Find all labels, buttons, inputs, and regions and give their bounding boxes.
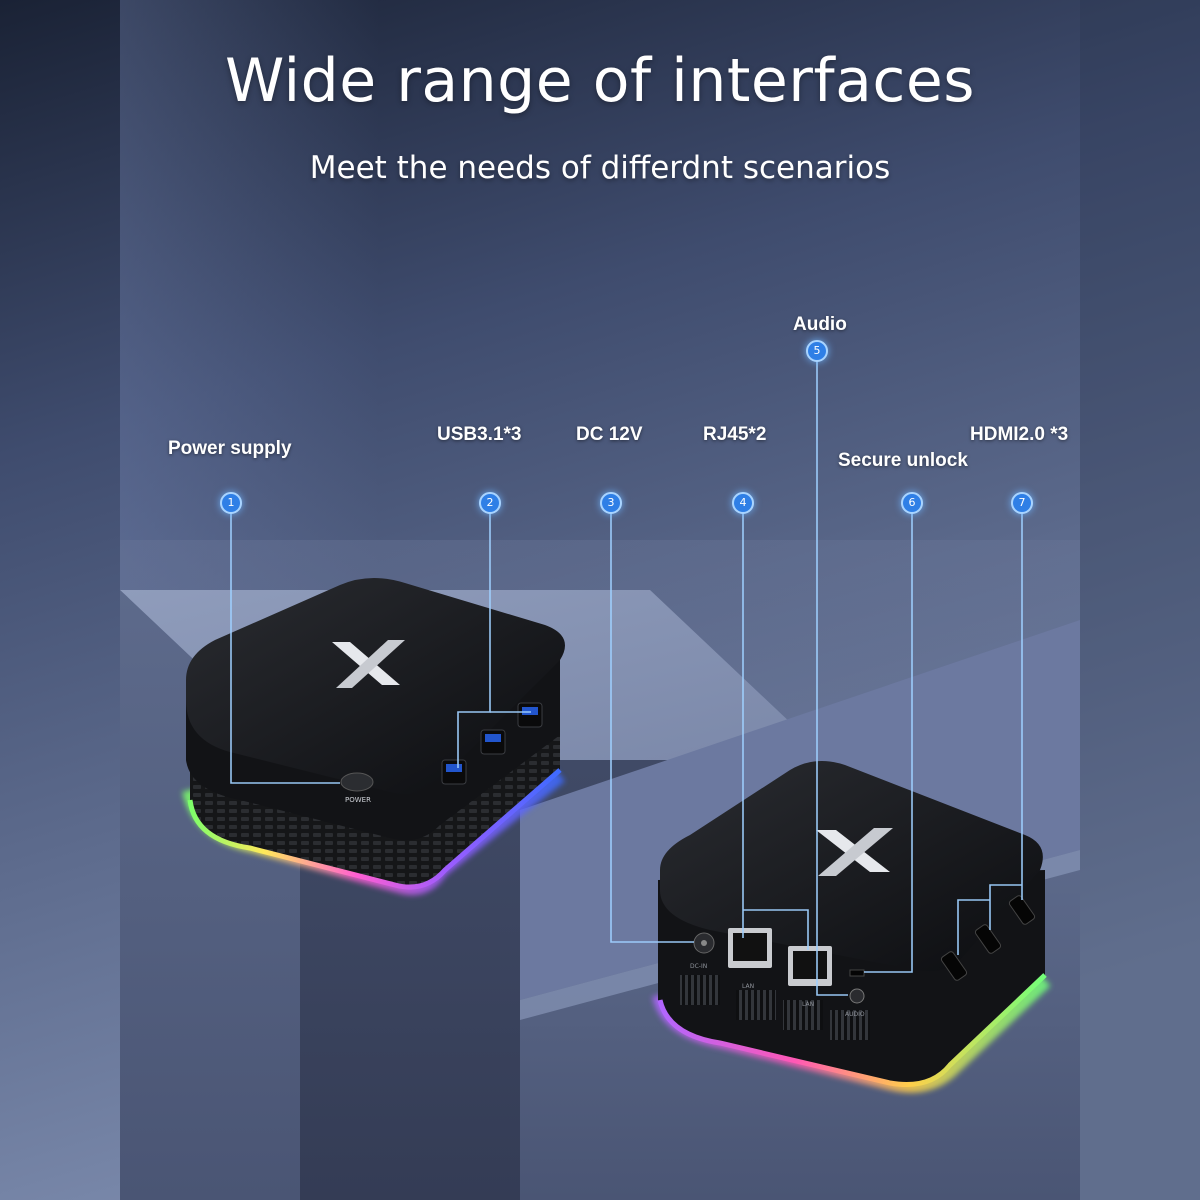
kensington-lock-slot bbox=[849, 969, 865, 977]
callout-lines bbox=[230, 360, 1023, 996]
port-label-lan-2: LAN bbox=[802, 1001, 814, 1008]
port-label-dc: DC-IN bbox=[690, 963, 707, 970]
hdmi-ports bbox=[940, 895, 1036, 981]
lan-ports bbox=[728, 928, 832, 986]
port-label-lan-1: LAN bbox=[742, 983, 754, 990]
x-logo-icon bbox=[332, 640, 405, 688]
x-logo-icon-rear bbox=[816, 828, 893, 876]
power-button-text: POWER bbox=[345, 796, 371, 804]
usb-ports-front bbox=[441, 702, 543, 785]
mini-pc-rear: DC-IN LAN LAN AUDIO bbox=[652, 761, 1051, 1093]
power-button bbox=[340, 772, 374, 792]
mini-pc-front: POWER bbox=[182, 577, 565, 896]
audio-jack bbox=[849, 988, 865, 1004]
port-label-audio: AUDIO bbox=[845, 1011, 865, 1018]
